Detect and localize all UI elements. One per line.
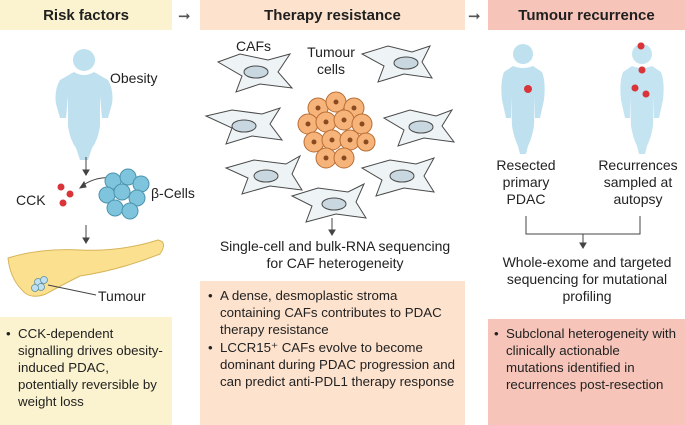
- therapy-sequencing-label: Single-cell and bulk-RNA sequencing for …: [219, 238, 451, 271]
- resected-patient-icon: [501, 44, 545, 154]
- risk-note: CCK-dependent signalling drives obesity-…: [6, 325, 166, 410]
- header-therapy-resistance: Therapy resistance: [200, 0, 465, 30]
- therapy-note-box: A dense, desmoplastic stroma containing …: [200, 281, 465, 425]
- obese-body-icon: [55, 49, 113, 160]
- cck-molecules-icon: [57, 183, 74, 207]
- therapy-bullet-1: A dense, desmoplastic stroma containing …: [208, 287, 457, 338]
- header-tumour-recurrence: Tumour recurrence: [488, 0, 685, 30]
- tumour-cells-label: Tumour cells: [307, 44, 355, 77]
- recurrence-bullet: Subclonal heterogeneity with clinically …: [494, 325, 679, 393]
- recurrence-sequencing-label: Whole-exome and targeted sequencing for …: [502, 254, 672, 304]
- recurrence-note-box: Subclonal heterogeneity with clinically …: [488, 319, 685, 425]
- arrow-right-icon: ➞: [468, 8, 481, 25]
- resected-primary-label: Resected primary PDAC: [496, 157, 556, 207]
- arrow-right-icon: ➞: [178, 8, 191, 25]
- obesity-label: Obesity: [110, 70, 158, 86]
- risk-note-box: CCK-dependent signalling drives obesity-…: [0, 317, 172, 425]
- cafs-label: CAFs: [236, 38, 271, 54]
- beta-cells-label: β-Cells: [151, 185, 195, 201]
- header-risk-factors: Risk factors: [0, 0, 172, 30]
- caf-cells-icon: [204, 45, 456, 223]
- tumour-label: Tumour: [98, 288, 146, 304]
- autopsy-patient-icon: [620, 44, 664, 154]
- header-tumour-recurrence-label: Tumour recurrence: [518, 6, 655, 24]
- pancreas-icon: [7, 239, 164, 297]
- header-therapy-resistance-label: Therapy resistance: [264, 6, 401, 24]
- recurrences-autopsy-label: Recurrences sampled at autopsy: [598, 157, 678, 207]
- therapy-bullet-2: LCCR15⁺ CAFs evolve to become dominant d…: [208, 339, 457, 390]
- header-risk-factors-label: Risk factors: [43, 6, 129, 24]
- cck-label: CCK: [16, 192, 46, 208]
- beta-cells-icon: [98, 168, 150, 220]
